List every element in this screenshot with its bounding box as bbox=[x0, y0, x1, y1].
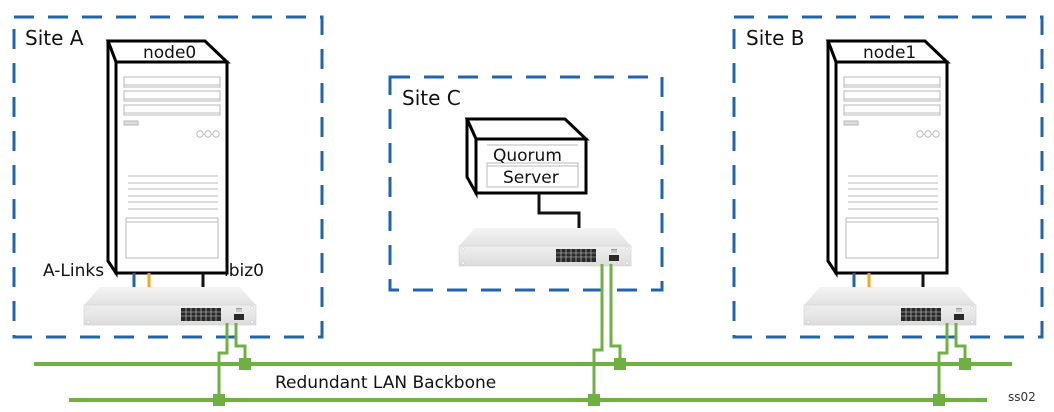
site-b-switch bbox=[803, 286, 977, 326]
site-b-boundary bbox=[732, 15, 1044, 339]
junction bbox=[588, 394, 600, 406]
junction bbox=[959, 358, 971, 370]
figure-id: ss02 bbox=[1008, 390, 1036, 404]
quorum-uplink bbox=[537, 193, 581, 229]
quorum-label-line2: Server bbox=[503, 168, 559, 188]
backbone-label: Redundant LAN Backbone bbox=[275, 373, 496, 393]
site-b-links bbox=[852, 273, 925, 287]
lan-junctions bbox=[213, 358, 971, 406]
node1-label: node1 bbox=[863, 43, 916, 63]
node1-server bbox=[826, 39, 949, 275]
junction bbox=[614, 358, 626, 370]
ibiz0-label: ibiz0 bbox=[224, 261, 264, 281]
quorum-label-line1: Quorum bbox=[493, 146, 562, 166]
lan-backbone bbox=[34, 264, 1012, 402]
a-links-label: A-Links bbox=[43, 261, 104, 281]
site-a-uplink-2 bbox=[234, 323, 247, 364]
quorum-server bbox=[464, 117, 590, 199]
junction bbox=[213, 394, 225, 406]
site-c-label: Site C bbox=[402, 86, 461, 110]
site-a-uplink-1 bbox=[217, 323, 229, 400]
site-a-boundary bbox=[12, 15, 324, 339]
site-a-switch bbox=[83, 286, 257, 326]
site-c-switch bbox=[458, 227, 632, 267]
node0-label: node0 bbox=[143, 43, 196, 63]
site-a-label: Site A bbox=[25, 26, 84, 50]
junction bbox=[933, 394, 945, 406]
site-b-uplink-1 bbox=[937, 323, 949, 400]
site-b-uplink-2 bbox=[954, 323, 967, 364]
site-a-links bbox=[132, 273, 205, 287]
site-b-label: Site B bbox=[746, 26, 804, 50]
site-c-uplink-1 bbox=[592, 264, 604, 400]
site-c-boundary bbox=[388, 75, 664, 292]
node0-server bbox=[106, 39, 229, 275]
junction bbox=[239, 358, 251, 370]
site-c-uplink-2 bbox=[609, 264, 622, 364]
